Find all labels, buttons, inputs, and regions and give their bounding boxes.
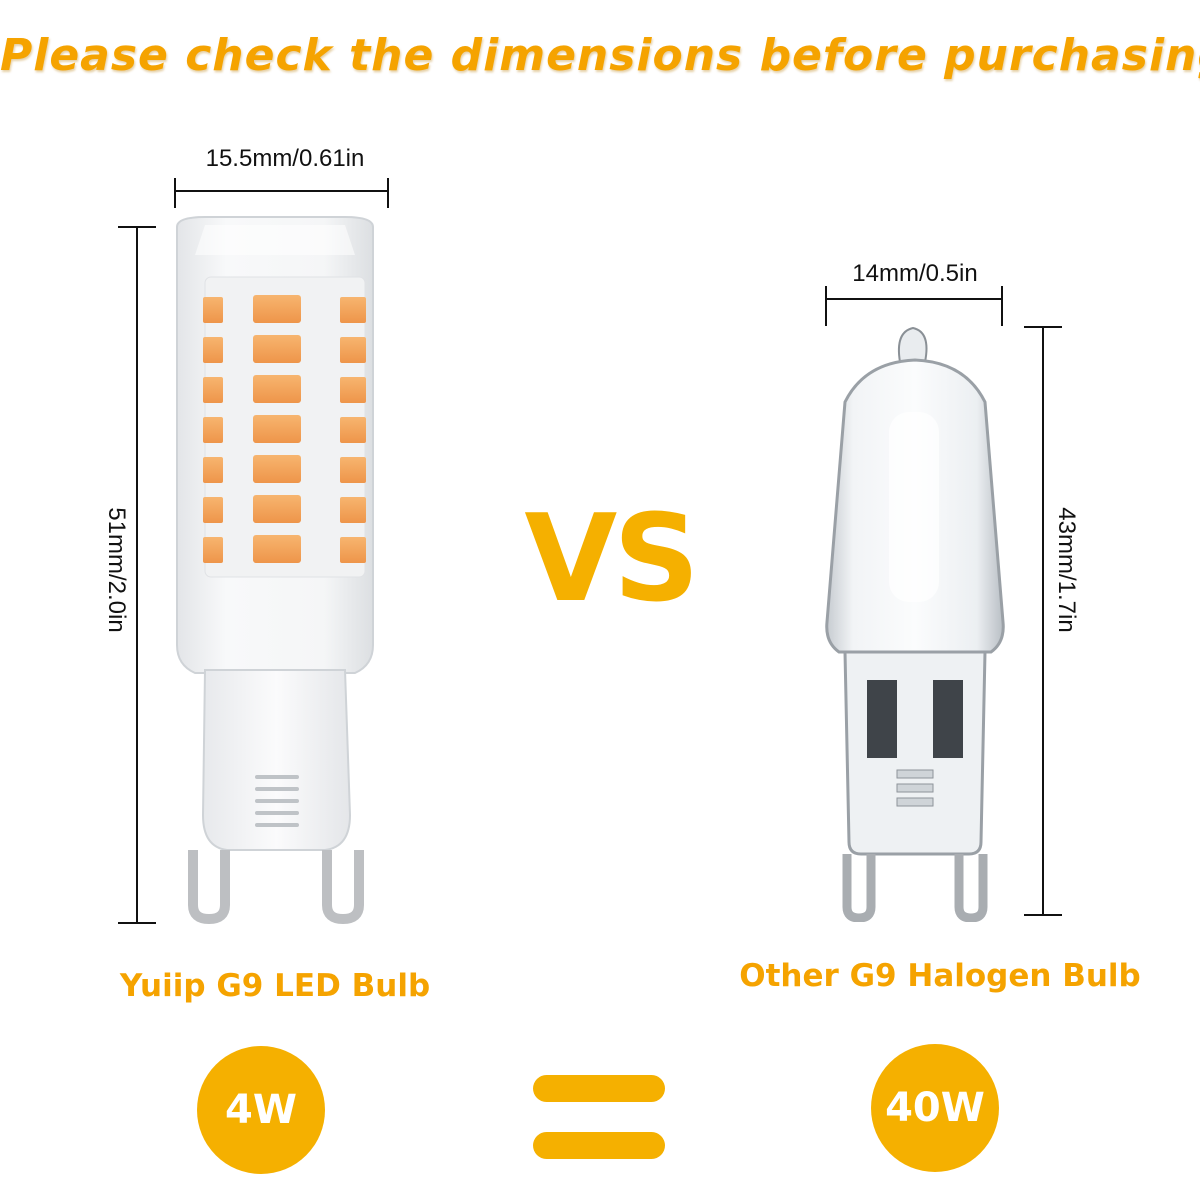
led-width-line [175, 190, 388, 192]
halogen-foil-right [933, 680, 963, 758]
led-wattage-badge: 4W [197, 1046, 325, 1174]
equals-bar-bottom [533, 1132, 665, 1159]
halogen-width-tick-right [1001, 286, 1003, 326]
halogen-pin-right [954, 854, 988, 922]
led-bulb-image [176, 216, 374, 925]
halogen-width-tick-left [825, 286, 827, 326]
led-height-label: 51mm/2.0in [103, 507, 130, 633]
halogen-pin-left [842, 854, 876, 922]
halogen-height-line [1042, 326, 1044, 916]
halogen-height-label: 43mm/1.7in [1053, 507, 1080, 633]
led-pin-right [322, 850, 364, 925]
led-pin-left [188, 850, 230, 925]
led-height-line [136, 226, 138, 924]
halogen-foil-left [867, 680, 897, 758]
halogen-height-tick-bottom [1024, 914, 1062, 916]
led-bulb-name: Yuiip G9 LED Bulb [119, 968, 431, 1004]
led-width-label: 15.5mm/0.61in [205, 145, 365, 172]
led-chip-array [203, 295, 366, 563]
halogen-wattage-badge: 40W [871, 1044, 999, 1172]
halogen-pinch [843, 650, 987, 856]
halogen-bulb-image [825, 326, 1005, 922]
halogen-bulb-name: Other G9 Halogen Bulb [739, 958, 1141, 994]
led-height-tick-bottom [118, 922, 156, 924]
halogen-tip [897, 326, 928, 363]
led-width-tick-right [387, 178, 389, 208]
vs-label: VS [524, 490, 699, 629]
equals-bar-top [533, 1075, 665, 1102]
halogen-width-line [826, 298, 1002, 300]
halogen-width-label: 14mm/0.5in [852, 260, 978, 287]
page-headline: Please check the dimensions before purch… [0, 30, 1200, 81]
led-width-tick-left [174, 178, 176, 208]
halogen-inner-lines [896, 769, 934, 807]
led-vent-lines [255, 775, 299, 827]
